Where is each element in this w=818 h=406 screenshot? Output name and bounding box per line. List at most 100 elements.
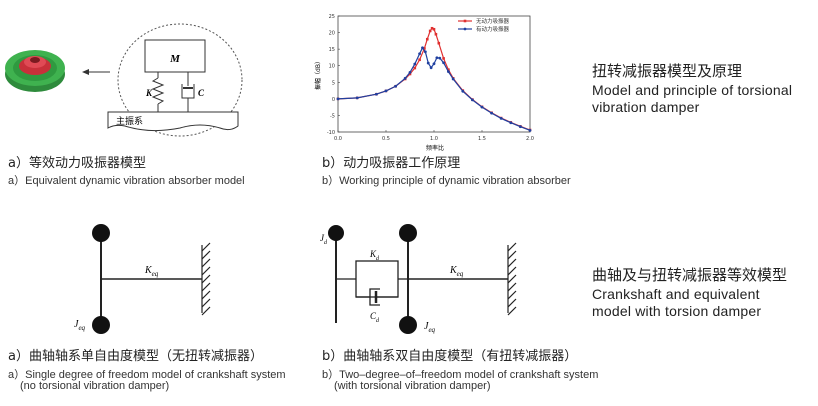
chart-point <box>428 29 432 33</box>
chart-legend-label: 无动力吸振器 <box>476 17 510 25</box>
arrow-icon <box>82 69 110 75</box>
chart-point <box>408 70 412 74</box>
chart-point <box>336 97 340 101</box>
chart-plot-frame <box>337 15 531 133</box>
chart-point <box>426 61 430 65</box>
damper-inertia-jd-label: Jd <box>320 233 328 246</box>
inertia-jeq-label: Jeq <box>74 319 86 332</box>
damper-symbol <box>181 72 195 112</box>
mass-block <box>144 39 206 73</box>
chart-x-axis-label: 频率比 <box>426 144 444 152</box>
chart-point <box>435 56 439 60</box>
panel-c-caption-cn: a）曲轴轴系单自由度模型（无扭转减振器） <box>8 349 263 364</box>
side-title-bottom-en-2: model with torsion damper <box>592 303 762 319</box>
side-title-top-cn: 扭转减振器模型及原理 <box>592 62 743 80</box>
chart-series-line <box>337 27 531 131</box>
inertia-jeq-label: Jeq <box>424 321 436 334</box>
damper-pulley-image <box>5 50 65 92</box>
panel-b-caption-en: b）Working principle of dynamic vibration… <box>322 175 571 187</box>
spring-damper-element <box>336 260 408 306</box>
single-dof-diagram: Keq Jeq <box>74 224 211 334</box>
chart-point <box>499 117 503 120</box>
panel-d-caption-en-2: (with torsional vibration damper) <box>334 380 491 392</box>
chart-point <box>413 66 417 70</box>
chart-point <box>430 26 434 30</box>
chart-legend-marker <box>463 19 467 23</box>
chart-point <box>394 84 397 88</box>
chart-point <box>432 62 436 66</box>
panel-a-caption-cn: a）等效动力吸振器模型 <box>8 156 146 171</box>
chart-point <box>408 72 412 76</box>
panel-b-caption-cn: b）动力吸振器工作原理 <box>322 156 461 171</box>
chart-legend-marker <box>463 27 467 31</box>
panel-c-caption-en-2: (no torsional vibration damper) <box>20 380 170 392</box>
chart-point <box>438 56 442 60</box>
damper-coefficient-cd-label: Cd <box>370 311 380 324</box>
chart-x-tick-label: 0.5 <box>382 136 390 142</box>
side-title-top-en-2: vibration damper <box>592 99 700 115</box>
chart-point <box>447 68 450 71</box>
chart-point <box>384 89 388 93</box>
bottom-inertia-disc <box>92 316 110 334</box>
chart-point <box>480 105 484 109</box>
damper-c-label: C <box>198 88 205 98</box>
chart-y-tick-label: 10 <box>329 64 335 70</box>
panel-d-caption-cn: b）曲轴轴系双自由度模型（有扭转减振器） <box>322 349 578 364</box>
panel-a-caption-en: a）Equivalent dynamic vibration absorber … <box>8 175 245 187</box>
chart-point <box>418 52 421 56</box>
chart-point <box>423 50 427 54</box>
chart-point <box>418 58 421 62</box>
two-dof-diagram: Jd Kd Cd Keq Jeq <box>320 224 517 334</box>
chart-y-tick-label: -10 <box>327 130 335 136</box>
chart-point <box>447 70 450 74</box>
panel-d-caption-en-1: b）Two–degree–of–freedom model of cranksh… <box>322 369 599 381</box>
chart-x-tick-label: 1.5 <box>478 136 486 142</box>
chart-point <box>509 121 513 125</box>
damper-stiffness-kd-label: Kd <box>369 249 380 262</box>
stiffness-keq-label: Keq <box>449 265 464 278</box>
chart-y-tick-label: 20 <box>329 31 335 37</box>
chart-legend-label: 有动力吸振器 <box>476 25 510 33</box>
chart-y-tick-label: 15 <box>329 47 335 53</box>
chart-point <box>375 92 378 96</box>
chart-point <box>528 128 532 132</box>
chart-point <box>437 41 441 45</box>
zoom-circle <box>117 23 243 137</box>
side-title-top-en-1: Model and principle of torsional <box>592 82 793 98</box>
spring-k-label: K <box>145 88 153 98</box>
chart-y-tick-label: 0 <box>332 97 335 103</box>
chart-point <box>432 27 436 31</box>
chart-point <box>519 125 522 129</box>
chart-y-axis-label: 振幅（dB） <box>314 58 322 90</box>
absorber-model-diagram: M K C 主振系 <box>5 23 243 137</box>
chart-point <box>442 57 445 60</box>
side-title-bottom-cn: 曲轴及与扭转减振器等效模型 <box>592 266 788 284</box>
bottom-inertia-disc <box>399 316 417 334</box>
chart-x-tick-label: 2.0 <box>526 136 534 142</box>
chart-point <box>471 98 474 102</box>
chart-point <box>425 37 429 41</box>
chart-point <box>421 46 424 50</box>
fixed-wall <box>201 242 211 316</box>
main-system-label: 主振系 <box>116 115 143 127</box>
chart-point <box>451 77 455 81</box>
chart-y-tick-label: 25 <box>329 14 335 20</box>
spring-symbol <box>151 72 165 112</box>
chart-point <box>423 47 426 50</box>
top-inertia-disc <box>399 224 417 242</box>
chart-point <box>442 61 445 65</box>
chart-y-tick-label: 5 <box>332 80 335 86</box>
chart-point <box>403 76 407 80</box>
mass-label: M <box>169 53 181 65</box>
top-inertia-disc <box>92 224 110 242</box>
panel-c-caption-en-1: a）Single degree of freedom model of cran… <box>8 369 286 381</box>
main-system-base <box>107 111 239 132</box>
chart-point <box>429 66 433 70</box>
chart-x-tick-label: 1.0 <box>430 136 438 142</box>
chart-point <box>413 62 417 66</box>
side-title-bottom-en-1: Crankshaft and equivalent <box>592 286 760 302</box>
chart-x-tick-label: 0.0 <box>334 136 342 142</box>
stiffness-keq-label: Keq <box>144 265 159 278</box>
